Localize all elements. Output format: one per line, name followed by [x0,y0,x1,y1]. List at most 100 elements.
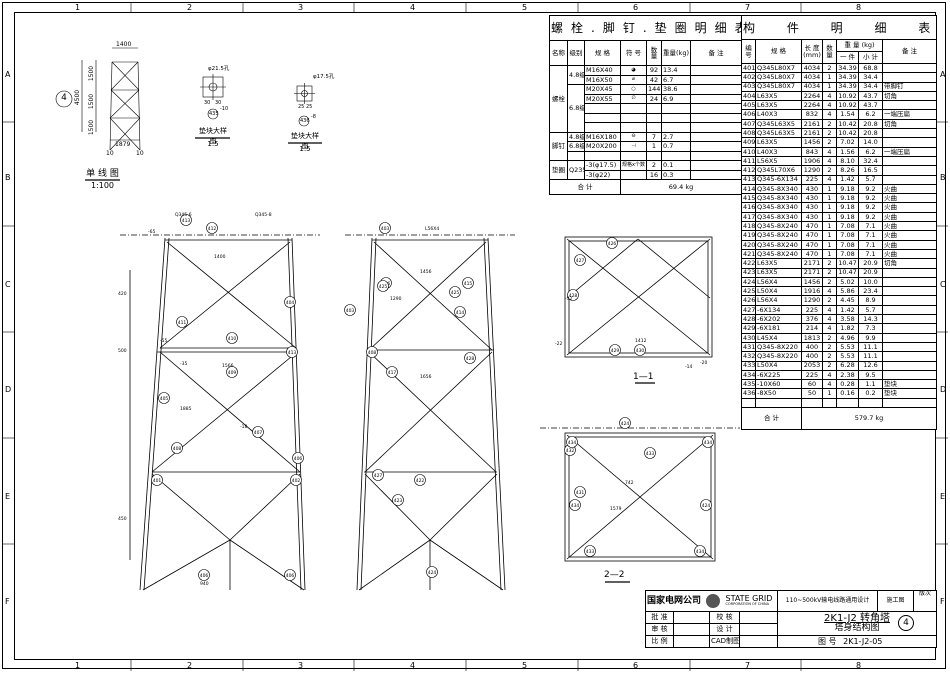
member-length: 1916 [801,286,823,297]
part-number: 434 [704,440,713,446]
member-weight-each: 7.02 [836,137,859,148]
member-weight-sub: 20.9 [858,267,883,278]
member-weight-sub: 10.0 [858,276,883,288]
member-length: 832 [801,109,823,120]
single-line-diagram [55,47,322,181]
member-weight-each: 1.82 [836,323,859,334]
member-note: 火曲 [881,239,938,250]
member-qty: 1 [822,81,837,92]
part-bubble [292,452,304,464]
bolt-spec [584,103,621,114]
dimension-text: 500 [118,348,127,354]
member-part-no: 425 [741,286,756,297]
member-weight-sub: 43.7 [858,90,883,102]
member-length: 2161 [801,128,823,139]
member-spec: Q345-8X240 [755,230,802,241]
table-row [741,397,938,409]
part-number: 408 [368,350,377,356]
member-note: 一端压扁 [881,109,938,120]
member-spec: -6X181 [755,323,802,334]
member-weight-sub: 5.7 [858,174,883,185]
member-note: 切角 [881,118,938,130]
member-qty: 4 [822,146,837,157]
member-spec: -6X202 [755,313,802,325]
part-number: 428 [466,356,475,362]
grid-row-label: E [5,492,11,501]
member-spec: -10X60 [755,379,802,390]
member-part-no: 417 [741,211,756,223]
member-weight-sub: 7.1 [858,248,883,260]
part-bubble [286,346,298,358]
dimension-text: -65 [148,229,155,235]
part-number: 429 [611,348,620,354]
part-bubble [377,280,389,292]
member-note [881,72,938,83]
member-part-no: 414 [741,183,756,195]
dimension-text: 1885 [180,406,192,412]
member-spec: Q345L70X6 [755,165,802,176]
part-number: 407 [254,430,263,436]
member-spec: -6X225 [755,369,802,381]
member-spec: L40X3 [755,109,802,120]
dimension-text: Q345-8 [255,212,272,218]
detail-435-thickness: -10 [220,106,229,112]
bolt-qty: 42 [646,74,662,85]
dim-panel-2: 1500 [88,93,96,110]
member-weight-sub: 9.2 [858,202,883,213]
member-note: 带脚钉 [881,81,938,92]
member-note [881,174,938,185]
member-weight-each: 10.47 [836,267,859,278]
grid-column-label: 1 [75,661,81,670]
drawing-number: 2K1-J2-05 [843,636,883,646]
col-no: 编号 [741,39,756,64]
dimension-text: -35 [180,361,187,367]
member-spec: L63X5 [755,100,802,111]
bolt-spec [584,150,621,161]
member-note: 火曲 [881,183,938,195]
member-length: 470 [801,239,823,250]
part-bubble [606,237,618,249]
detail-435-title: 垫块大样图 [199,127,227,145]
dimension-text: 1456 [420,269,432,275]
bolt-symbol: ◕ [620,65,647,76]
part-bubble [644,447,656,459]
bolt-symbol [620,112,647,123]
member-part-no: 420 [741,239,756,250]
member-qty: 2 [822,360,837,371]
part-bubble [158,392,170,404]
member-note [881,295,938,306]
member-part-no: 404 [741,90,756,102]
member-length: 1813 [801,332,823,343]
part-bubble [454,306,466,318]
member-note [881,351,938,362]
member-weight-sub: 34.4 [858,72,883,83]
part-bubble [290,474,302,486]
part-bubble [634,344,646,356]
project-name: 110~500kV输电线路通用设计 [777,590,879,612]
part-bubble [426,566,438,578]
member-spec: Q345-8X340 [755,211,802,223]
dimension-text: 450 [118,516,127,522]
member-note: 垫块 [881,379,938,390]
grid-row-label: E [940,492,946,501]
member-weight-each: 5.53 [836,341,859,353]
member-weight-sub: 9.2 [858,193,883,204]
member-spec: L63X5 [755,258,802,269]
member-part-no: 427 [741,304,756,316]
part-number: 422 [416,478,425,484]
single-line-title: 单 线 图 [86,169,119,179]
grid-row-label: A [5,70,11,79]
bolt-qty: 16 [646,169,662,180]
part-number: 417 [388,370,397,376]
part-bubble [574,486,586,498]
member-part-no: 433 [741,360,756,371]
part-bubble [284,569,296,581]
